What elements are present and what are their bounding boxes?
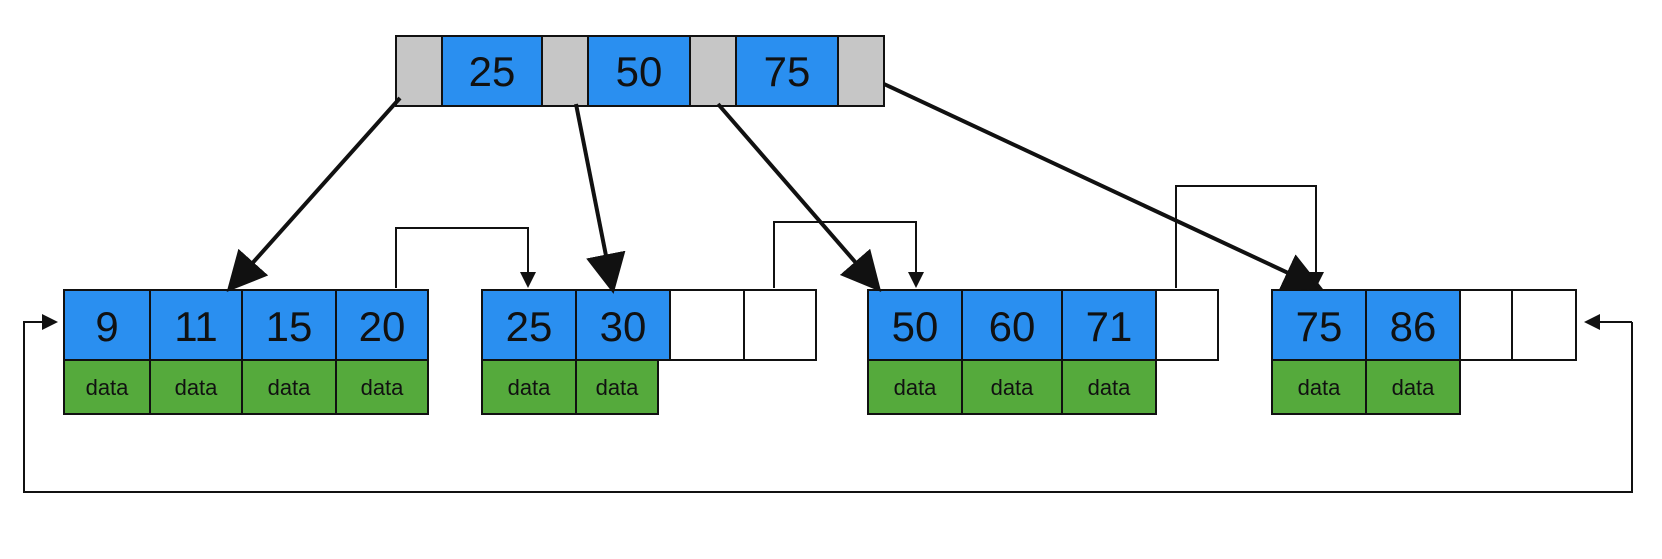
sibling-link-arrow (395, 227, 536, 288)
leaf-data-cell (575, 359, 659, 415)
leaf-data-label: data (268, 375, 312, 400)
leaf-key-label: 75 (1296, 303, 1343, 350)
leaf-data-cell (481, 359, 577, 415)
leaf-key-cell (241, 289, 337, 361)
sibling-link-arrow (773, 221, 924, 288)
leaf-empty-cell (669, 289, 745, 361)
leaf-data-cell (241, 359, 337, 415)
leaf-data-label: data (894, 375, 938, 400)
root-key-cell (441, 35, 543, 107)
sibling-link-arrow (1175, 185, 1324, 288)
root-key-cell (735, 35, 839, 107)
child-pointers (226, 82, 1324, 294)
leaf-key-label: 9 (95, 303, 118, 350)
leaf-data-label: data (175, 375, 219, 400)
leaf-data-label: data (86, 375, 130, 400)
leaf-key-label: 50 (892, 303, 939, 350)
leaf-key-label: 20 (359, 303, 406, 350)
leaf-data-label: data (508, 375, 552, 400)
leaf-data-label: data (991, 375, 1035, 400)
leaf-data-label: data (1298, 375, 1342, 400)
leaf-data-cell (1061, 359, 1157, 415)
root-pointer-slot (837, 35, 885, 107)
leaf-key-cell (867, 289, 963, 361)
sibling-links (23, 185, 1633, 493)
root-node: 25 50 75 (395, 35, 885, 107)
leaf-data-label: data (1088, 375, 1132, 400)
root-pointer-slot (541, 35, 589, 107)
root-key-cell (587, 35, 691, 107)
leaf-data-cell (149, 359, 243, 415)
leaf-node-4: 75 86 data data (1271, 289, 1577, 415)
root-key-label: 75 (764, 48, 811, 95)
leaf-key-cell (481, 289, 577, 361)
leaf-key-label: 71 (1086, 303, 1133, 350)
leaf-key-label: 11 (174, 303, 218, 350)
child-pointer-arrow (883, 82, 1324, 291)
leaf-data-cell (335, 359, 429, 415)
leaf-key-label: 15 (266, 303, 313, 350)
leaf-empty-cell (1511, 289, 1577, 361)
leaf-empty-cell (743, 289, 817, 361)
leaf-key-label: 60 (989, 303, 1036, 350)
leaf-key-cell (961, 289, 1063, 361)
leaf-key-label: 30 (600, 303, 647, 350)
root-key-label: 50 (616, 48, 663, 95)
leaf-empty-cell (1459, 289, 1513, 361)
leaf-data-cell (1365, 359, 1461, 415)
leaf-data-cell (63, 359, 151, 415)
leaf-key-label: 25 (506, 303, 553, 350)
leaf-key-cell (1365, 289, 1461, 361)
leaf-data-label: data (361, 375, 405, 400)
leaf-key-cell (1061, 289, 1157, 361)
leaf-data-label: data (596, 375, 640, 400)
leaf-node-3: 50 60 71 data data data (867, 289, 1219, 415)
leaf-data-label: data (1392, 375, 1436, 400)
root-key-label: 25 (469, 48, 516, 95)
child-pointer-arrow (574, 103, 626, 294)
leaf-node-2: 25 30 data data (481, 289, 817, 415)
root-pointer-slot (689, 35, 737, 107)
child-pointer-arrow (716, 102, 882, 293)
child-pointer-arrow (226, 96, 402, 292)
cycle-link-arrow (23, 314, 1633, 493)
leaf-data-cell (867, 359, 963, 415)
leaf-empty-cell (1155, 289, 1219, 361)
leaf-key-label: 86 (1390, 303, 1437, 350)
leaf-data-cell (961, 359, 1063, 415)
root-pointer-slot (395, 35, 443, 107)
leaf-node-1: 9 11 15 20 data data data data (63, 289, 429, 415)
